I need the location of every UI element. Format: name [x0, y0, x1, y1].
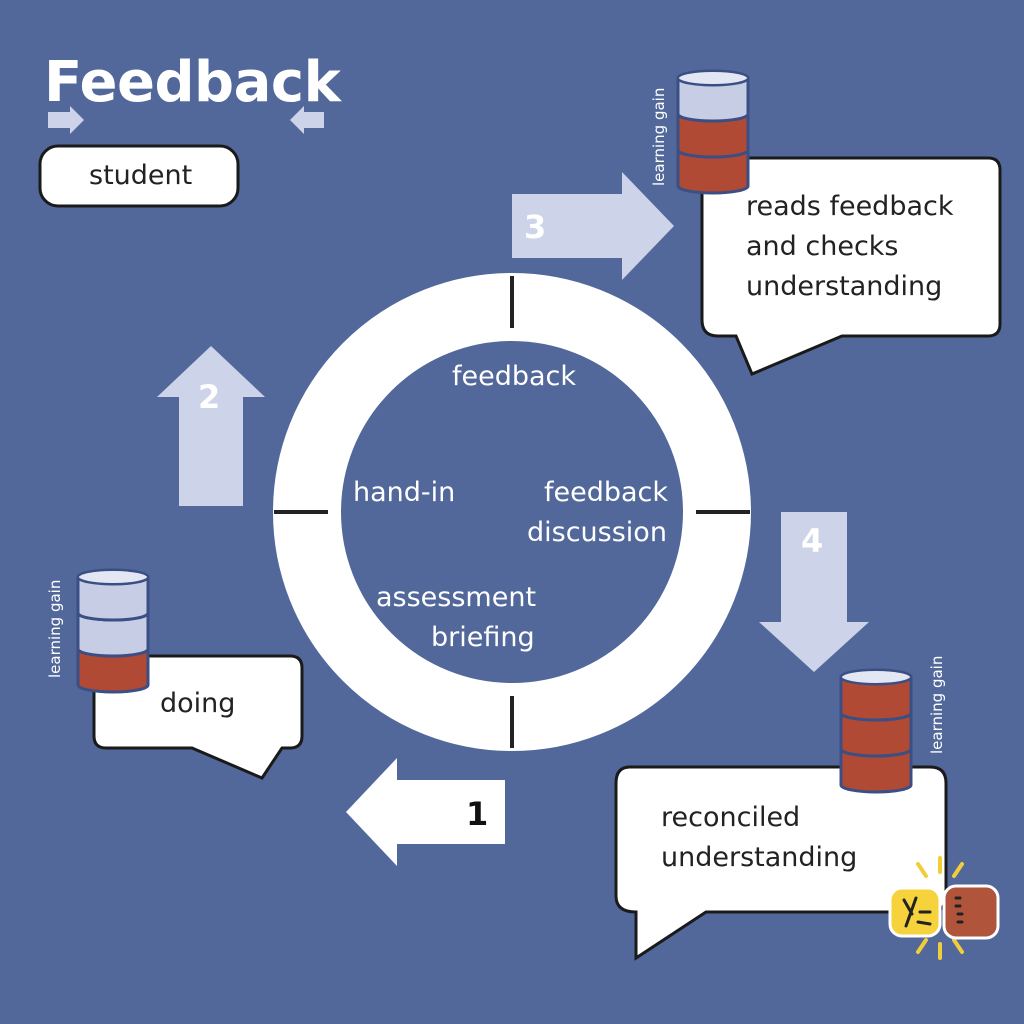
step-1-arrow-left [346, 758, 505, 866]
center-label-assessment-briefing-line1: assessment [376, 582, 537, 613]
gauge-segment [676, 148, 750, 195]
step-2-arrow-up [157, 346, 265, 506]
gauge-segment [76, 647, 150, 694]
student-legend-label: student [89, 160, 193, 191]
gauge-segment [676, 76, 750, 123]
step-2-number: 2 [198, 378, 221, 416]
step-3-number: 3 [524, 208, 547, 246]
gauge-segment [76, 575, 150, 622]
gauge-segment [676, 112, 750, 159]
bubble-reconciled-line2: understanding [661, 842, 858, 873]
learning-gain-gauge-reads [676, 69, 750, 195]
bubble-doing-text: doing [160, 688, 236, 719]
learning-gain-gauge-doing [76, 568, 150, 694]
bubble-reads-line1: reads feedback [746, 191, 954, 222]
bubble-reads-line2: and checks [746, 231, 899, 262]
gauge-cap [840, 669, 912, 685]
title-arrow-left-icon [290, 106, 324, 134]
title-arrow-right-icon [48, 106, 84, 134]
bubble-reads-line3: understanding [746, 271, 943, 302]
learning-gain-gauge-reconciled [839, 668, 913, 794]
gauge-cap [677, 70, 749, 86]
step-4-number: 4 [801, 522, 824, 560]
bubble-reconciled-line1: reconciled [661, 802, 801, 833]
center-label-hand-in: hand-in [353, 477, 456, 508]
gauge-segment [839, 747, 913, 794]
student-legend-box [38, 144, 240, 208]
gauge-segment [76, 611, 150, 658]
fist-bump-icon [888, 856, 1000, 960]
step-4-arrow-down [759, 512, 869, 672]
gauge-segment [839, 711, 913, 758]
center-label-feedback-discussion-line2: discussion [527, 517, 667, 548]
gauge-segment [839, 675, 913, 722]
center-label-assessment-briefing-line2: briefing [431, 622, 535, 653]
bubble-reconciled [614, 765, 948, 961]
learning-gain-label-reconciled: learning gain [928, 655, 946, 754]
gauge-cap [77, 569, 149, 585]
page-title: Feedback [44, 50, 341, 115]
step-3-arrow-right [512, 172, 674, 280]
center-label-feedback: feedback [452, 361, 577, 392]
center-label-feedback-discussion-line1: feedback [544, 477, 669, 508]
learning-gain-label-doing: learning gain [46, 579, 64, 678]
learning-gain-label-reads: learning gain [650, 87, 668, 186]
step-1-number: 1 [466, 795, 489, 833]
